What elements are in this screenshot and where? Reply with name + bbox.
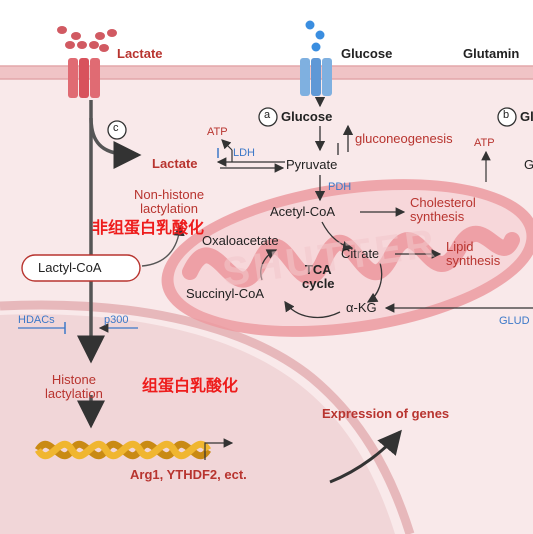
histone-cn-annotation: 组蛋白乳酸化 [142, 376, 239, 395]
glucose-input-label: Glucose [341, 46, 393, 61]
glucose-molecules [305, 20, 325, 52]
marker-c-label: c [113, 122, 119, 134]
marker-b-label: b [503, 109, 510, 121]
pyruvate-label: Pyruvate [286, 157, 338, 172]
tca-cycle-label: TCA cycle [302, 262, 335, 292]
pdh-label: PDH [328, 181, 352, 193]
lactate-transporter [68, 58, 100, 98]
lactyl-coa-label: Lactyl-CoA [38, 260, 102, 275]
citrate-label: Citrate [341, 246, 380, 261]
marker-b [497, 107, 517, 127]
cholesterol-synthesis-label: Cholesterol synthesis [410, 195, 476, 225]
glucose-transporter [300, 58, 332, 96]
g-cut-label: G [524, 157, 533, 172]
expression-of-genes-label: Expression of genes [322, 406, 450, 421]
atp-right-label: ATP [474, 137, 495, 149]
glud-label: GLUD [499, 315, 530, 327]
lactate-label: Lactate [152, 156, 198, 171]
genes-label: Arg1, YTHDF2, ect. [130, 467, 247, 482]
ldh-label: LDH [233, 147, 256, 159]
non-histone-cn-annotation: 非组蛋白乳酸化 [92, 218, 205, 237]
glucose-label: Glucose [281, 109, 333, 124]
atp-left-label: ATP [207, 126, 228, 138]
plasma-membrane [0, 66, 533, 79]
gluconeogenesis-label: gluconeogenesis [355, 131, 453, 146]
nucleus [0, 314, 395, 534]
marker-a-label: a [264, 109, 271, 121]
non-histone-lactylation-label: Non-histone lactylation [134, 187, 205, 217]
lactate-input-label: Lactate [117, 46, 163, 61]
hdacs-label: HDACs [18, 314, 55, 326]
acetyl-coa-label: Acetyl-CoA [270, 204, 336, 219]
lipid-synthesis-label: Lipid synthesis [446, 239, 501, 269]
gl-cut-label: Gl [520, 109, 533, 124]
p300-label: p300 [104, 314, 129, 326]
histone-lactylation-label: Histone lactylation [45, 372, 103, 402]
dna-helix [35, 440, 211, 460]
marker-a [258, 107, 278, 127]
glutamine-input-label: Glutamin [463, 46, 520, 61]
succinyl-coa-label: Succinyl-CoA [186, 286, 265, 301]
oxaloacetate-label: Oxaloacetate [202, 233, 279, 248]
lactate-molecules [57, 26, 117, 52]
marker-c [107, 120, 127, 140]
lactyl-coa-box [21, 254, 141, 282]
akg-label: α-KG [346, 300, 377, 315]
